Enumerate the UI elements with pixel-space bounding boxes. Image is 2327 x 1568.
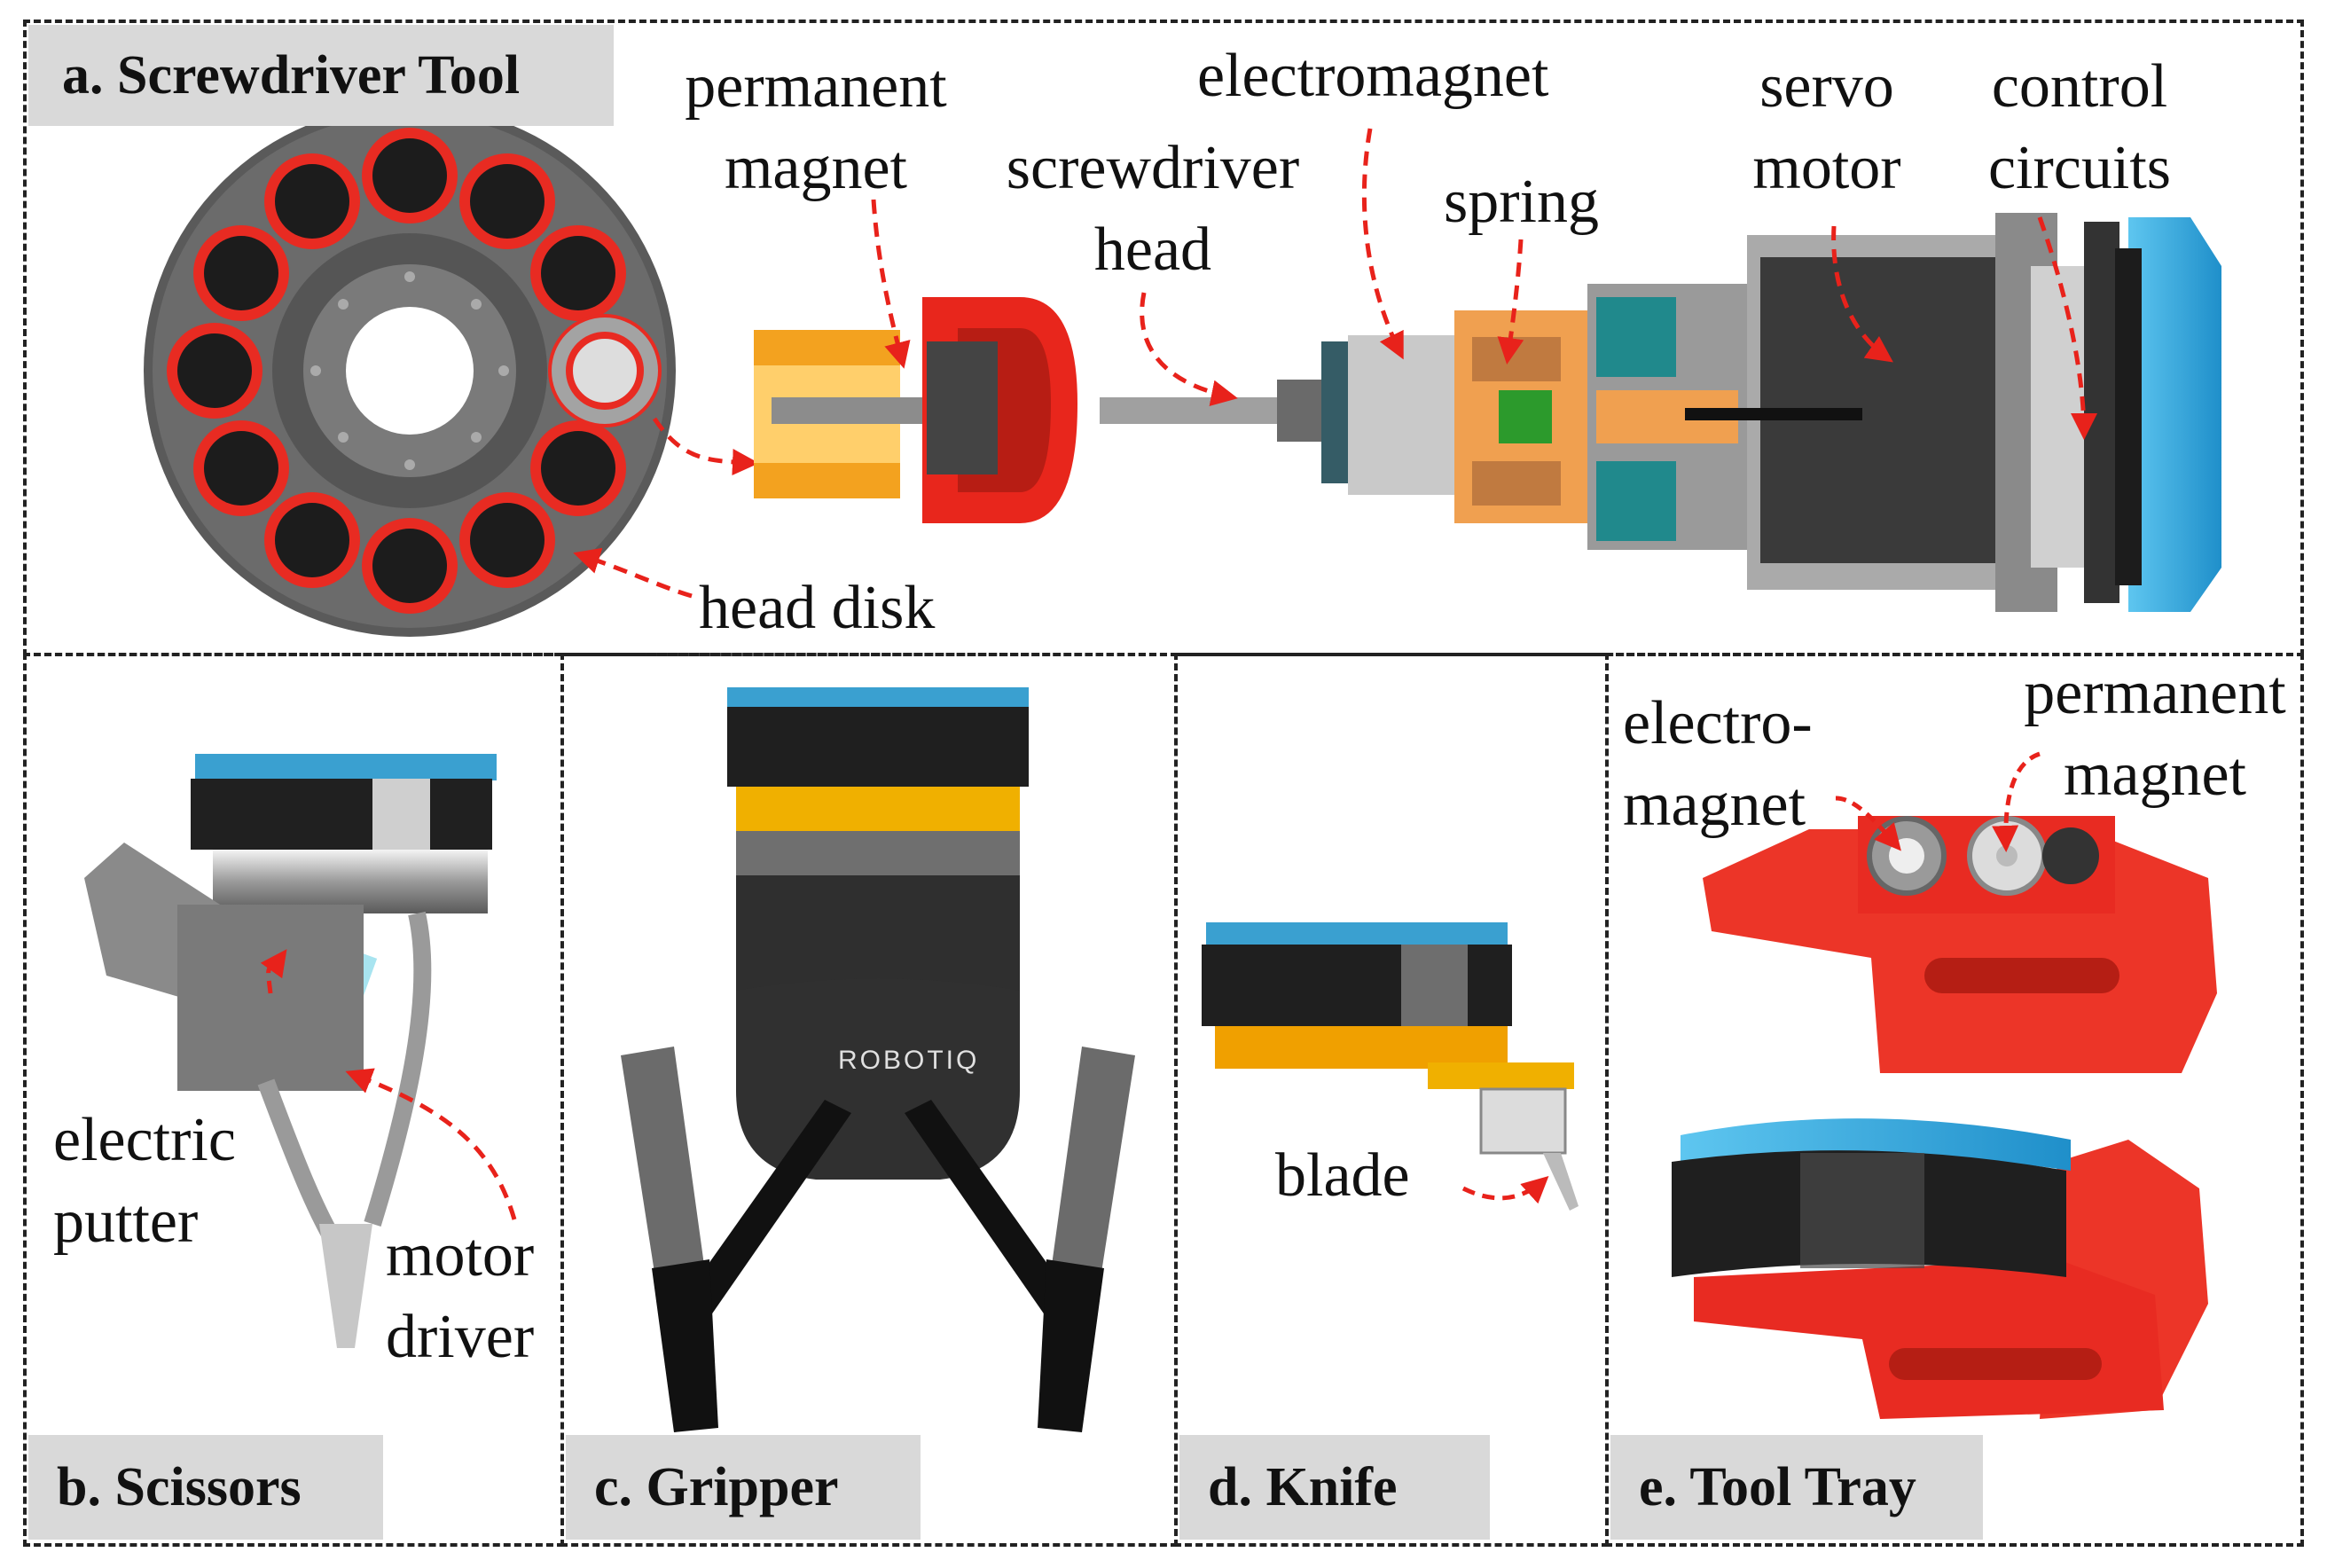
head-holder-illustration: [754, 297, 1077, 523]
panel-b-title: b. Scissors: [28, 1435, 383, 1540]
label-screwdriver-head: screwdriver head: [1006, 134, 1300, 285]
label-permanent-magnet: permanent magnet: [685, 52, 947, 203]
robotiq-brand-text: ROBOTIQ: [838, 1046, 979, 1075]
scissors-illustration: [84, 754, 497, 1348]
label-blade: blade: [1275, 1141, 1410, 1210]
label-tray-electromagnet: electro- magnet: [1623, 689, 1813, 840]
label-electromagnet: electromagnet: [1197, 42, 1549, 110]
knife-illustration: [1202, 922, 1579, 1211]
label-tray-permanent-magnet: permanent magnet: [2024, 659, 2286, 810]
label-head-disk: head disk: [699, 574, 936, 642]
panel-c-title: c. Gripper: [566, 1435, 921, 1540]
label-spring: spring: [1444, 168, 1599, 236]
head-disk-illustration: [144, 105, 676, 637]
panel-tool-tray: [1605, 653, 2304, 1547]
label-servo-motor: servo motor: [1752, 52, 1901, 203]
panel-e-title: e. Tool Tray: [1610, 1435, 1983, 1540]
label-control-circuits: control circuits: [1987, 52, 2172, 203]
label-electric-putter: electric putter: [53, 1106, 236, 1257]
panel-d-title: d. Knife: [1179, 1435, 1490, 1540]
label-motor-driver: motor driver: [386, 1221, 535, 1372]
panel-a-title: a. Screwdriver Tool: [28, 25, 614, 126]
gripper-illustration: [621, 687, 1135, 1432]
tool-tray-illustration: [1672, 816, 2217, 1419]
screwdriver-head-illustration: [1100, 380, 1330, 442]
screwdriver-body-illustration: [1321, 213, 2221, 612]
